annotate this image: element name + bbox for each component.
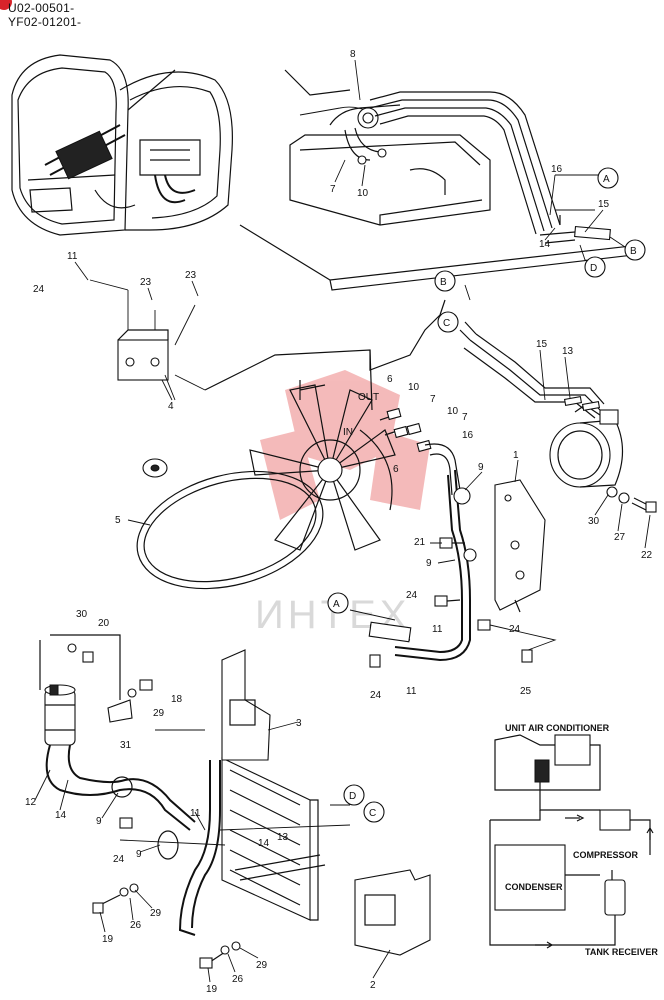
label-23-b: 23 — [185, 270, 197, 281]
callout-C-bottom: C — [363, 801, 385, 823]
label-14-top: 14 — [539, 239, 551, 250]
callout-A-top: A — [597, 167, 619, 189]
schematic-condenser-label: CONDENSER — [505, 882, 563, 892]
label-23-a: 23 — [140, 277, 152, 288]
schematic-title: UNIT AIR CONDITIONER — [505, 723, 610, 733]
label-10-top: 10 — [357, 188, 369, 199]
label-29-c: 29 — [256, 960, 268, 971]
port-in-label: IN — [343, 427, 353, 438]
label-14-left: 14 — [55, 810, 67, 821]
callout-A-mid: A — [327, 592, 349, 614]
label-8: 8 — [350, 49, 356, 60]
condenser-assembly — [92, 649, 431, 969]
label-14-low: 14 — [258, 838, 270, 849]
label-16-mid: 16 — [462, 430, 474, 441]
label-24-mid: 24 — [406, 590, 418, 601]
label-4: 4 — [168, 401, 174, 412]
receiver-and-hoses — [39, 634, 221, 936]
label-10-b: 10 — [447, 406, 459, 417]
label-20: 20 — [98, 618, 110, 629]
label-15-top: 15 — [598, 199, 610, 210]
label-5: 5 — [115, 515, 121, 526]
callout-lines — [219, 284, 471, 831]
label-9-low: 9 — [136, 849, 142, 860]
svg-text:A: A — [603, 174, 610, 185]
label-12: 12 — [25, 797, 37, 808]
label-10-a: 10 — [408, 382, 420, 393]
label-25: 25 — [520, 686, 532, 697]
label-3: 3 — [296, 718, 302, 729]
label-24-left: 24 — [33, 284, 45, 295]
label-6-b: 6 — [393, 464, 399, 475]
label-16-top: 16 — [551, 164, 563, 175]
label-24-bottom: 24 — [370, 690, 382, 701]
leader-lines — [34, 59, 651, 983]
compressor-assembly — [459, 321, 657, 513]
label-30-right: 30 — [588, 516, 600, 527]
label-1: 1 — [513, 450, 519, 461]
svg-text:B: B — [440, 277, 447, 288]
label-11-top: 11 — [67, 251, 78, 262]
label-13-low: 13 — [277, 832, 289, 843]
svg-text:A: A — [333, 599, 340, 610]
callout-B-top: B — [624, 239, 646, 261]
corner-badge — [0, 0, 12, 10]
ac-schematic — [489, 734, 654, 949]
label-26-b: 26 — [232, 974, 244, 985]
callout-C-mid: C — [437, 311, 459, 333]
label-11-mid: 11 — [432, 624, 443, 635]
svg-text:B: B — [630, 246, 637, 257]
label-11-bottom: 11 — [406, 686, 417, 697]
label-19-a: 19 — [102, 934, 114, 945]
svg-text:D: D — [590, 263, 597, 274]
label-7-b: 7 — [462, 412, 468, 423]
label-9-b: 9 — [426, 558, 432, 569]
serial-code-1: U02-00501- — [8, 1, 75, 15]
label-2: 2 — [370, 980, 376, 991]
label-15-mid: 15 — [536, 339, 548, 350]
label-21: 21 — [414, 537, 426, 548]
label-26-a: 26 — [130, 920, 142, 931]
svg-text:D: D — [349, 791, 356, 802]
label-31: 31 — [120, 740, 132, 751]
part-number-labels: 8 7 10 16 15 14 11 24 23 23 4 15 13 6 10… — [25, 49, 653, 995]
label-6-a: 6 — [387, 374, 393, 385]
schematic-compressor-label: COMPRESSOR — [573, 850, 639, 860]
fan-and-belt — [136, 380, 396, 590]
label-29-a: 29 — [153, 708, 165, 719]
label-7-a: 7 — [430, 394, 436, 405]
label-30-left: 30 — [76, 609, 88, 620]
callout-D-top: D — [584, 256, 606, 278]
label-9-mid: 9 — [478, 462, 484, 473]
label-27: 27 — [614, 532, 626, 543]
label-24-low: 24 — [113, 854, 125, 865]
callout-D-bottom: D — [343, 784, 365, 806]
label-22: 22 — [641, 550, 653, 561]
label-24-right: 24 — [509, 624, 521, 635]
callout-B-mid: B — [434, 270, 456, 292]
label-19-b: 19 — [206, 984, 218, 995]
label-9-left: 9 — [96, 816, 102, 827]
port-out-label: OUT — [358, 392, 379, 403]
schematic-tank-label: TANK RECEIVER — [585, 947, 658, 957]
engine-outline — [89, 279, 446, 411]
evaporator-unit-view — [239, 69, 643, 291]
engine-hoses — [368, 407, 557, 668]
svg-text:C: C — [443, 318, 450, 329]
svg-text:C: C — [369, 808, 376, 819]
serial-code-2: YF02-01201- — [8, 15, 82, 29]
label-7-top: 7 — [330, 184, 336, 195]
label-29-b: 29 — [150, 908, 162, 919]
label-18: 18 — [171, 694, 183, 705]
excavator-overview — [11, 54, 233, 236]
label-13-mid: 13 — [562, 346, 574, 357]
